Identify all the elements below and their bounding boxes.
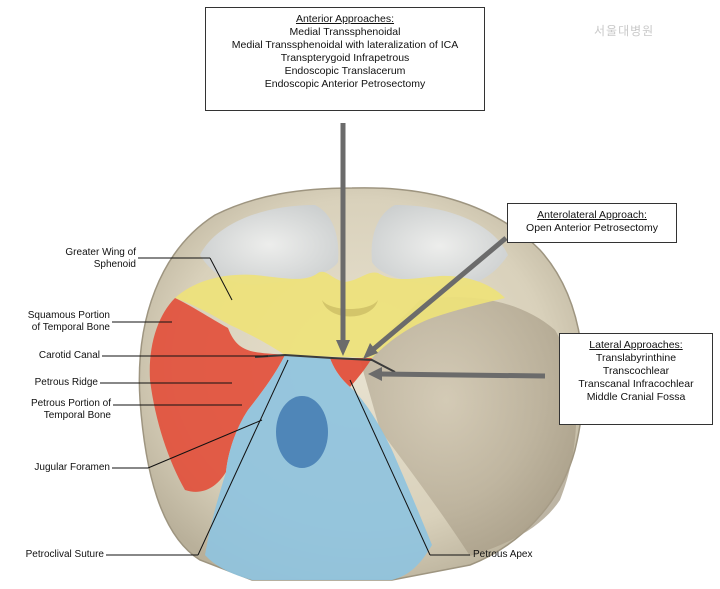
label-petrous-portion: Petrous Portion of Temporal Bone bbox=[6, 398, 111, 422]
label-line: Petrous Portion of bbox=[30, 398, 111, 409]
anterior-approaches-box: Anterior Approaches: Medial Transsphenoi… bbox=[205, 7, 485, 111]
lateral-arrow bbox=[377, 371, 546, 379]
right-temporal-region bbox=[360, 297, 577, 556]
label-line: Petrous Ridge bbox=[34, 377, 98, 388]
lateral-heading: Lateral Approaches: bbox=[589, 339, 683, 351]
lateral-approaches-box: Lateral Approaches: Translabyrinthine Tr… bbox=[559, 333, 713, 425]
label-line: Jugular Foramen bbox=[34, 462, 110, 473]
leader-petroclival-b bbox=[197, 359, 289, 556]
anterior-item: Endoscopic Translacerum bbox=[284, 65, 406, 77]
occipital-bone bbox=[205, 355, 432, 580]
leader-jugular-b bbox=[147, 419, 263, 469]
anterolateral-heading: Anterolateral Approach: bbox=[537, 209, 647, 221]
anterolateral-item: Open Anterior Petrosectomy bbox=[526, 222, 658, 234]
lateral-item: Middle Cranial Fossa bbox=[586, 391, 686, 403]
petrous-ridge-line bbox=[254, 353, 396, 373]
anterior-arrowhead bbox=[336, 340, 350, 356]
label-petroclival-suture: Petroclival Suture bbox=[6, 549, 104, 561]
right-petrous-apex bbox=[330, 358, 372, 387]
label-line: Squamous Portion bbox=[27, 310, 110, 321]
label-line: Greater Wing of bbox=[65, 247, 136, 258]
lateral-item: Transcochlear bbox=[602, 365, 670, 377]
label-petrous-apex: Petrous Apex bbox=[473, 549, 563, 561]
label-line: Temporal Bone bbox=[43, 410, 111, 421]
lateral-item: Translabyrinthine bbox=[595, 352, 677, 364]
watermark: 서울대병원 bbox=[594, 24, 655, 38]
anterior-item: Medial Transsphenoidal bbox=[289, 26, 401, 38]
label-jugular-foramen: Jugular Foramen bbox=[6, 462, 110, 474]
label-line: Petrous Apex bbox=[473, 549, 533, 560]
anterolateral-arrowhead bbox=[363, 343, 378, 359]
left-anterior-fossa bbox=[200, 205, 339, 285]
label-line: Petroclival Suture bbox=[25, 549, 104, 560]
anterior-item: Medial Transsphenoidal with lateralizati… bbox=[231, 39, 459, 51]
leader-petrous-apex-b bbox=[349, 379, 431, 556]
anterolateral-arrow bbox=[368, 236, 508, 354]
anterolateral-approach-box: Anterolateral Approach: Open Anterior Pe… bbox=[507, 203, 677, 243]
anterior-item: Endoscopic Anterior Petrosectomy bbox=[264, 78, 426, 90]
foramen-magnum bbox=[276, 396, 328, 468]
label-line: Carotid Canal bbox=[38, 350, 100, 361]
left-temporal-bone bbox=[149, 298, 285, 492]
label-line: of Temporal Bone bbox=[31, 322, 110, 333]
label-carotid-canal: Carotid Canal bbox=[6, 350, 100, 362]
lateral-item: Transcanal Infracochlear bbox=[578, 378, 694, 390]
label-line: Sphenoid bbox=[93, 259, 136, 270]
anterior-heading: Anterior Approaches: bbox=[295, 13, 395, 25]
lateral-arrowhead bbox=[368, 367, 382, 381]
anterior-item: Transpterygoid Infrapetrous bbox=[280, 52, 410, 64]
sella-turcica bbox=[322, 300, 378, 317]
label-greater-wing: Greater Wing of Sphenoid bbox=[30, 247, 136, 271]
label-squamous: Squamous Portion of Temporal Bone bbox=[6, 310, 110, 334]
leader-greater-wing-b bbox=[209, 257, 233, 301]
label-petrous-ridge: Petrous Ridge bbox=[6, 377, 98, 389]
